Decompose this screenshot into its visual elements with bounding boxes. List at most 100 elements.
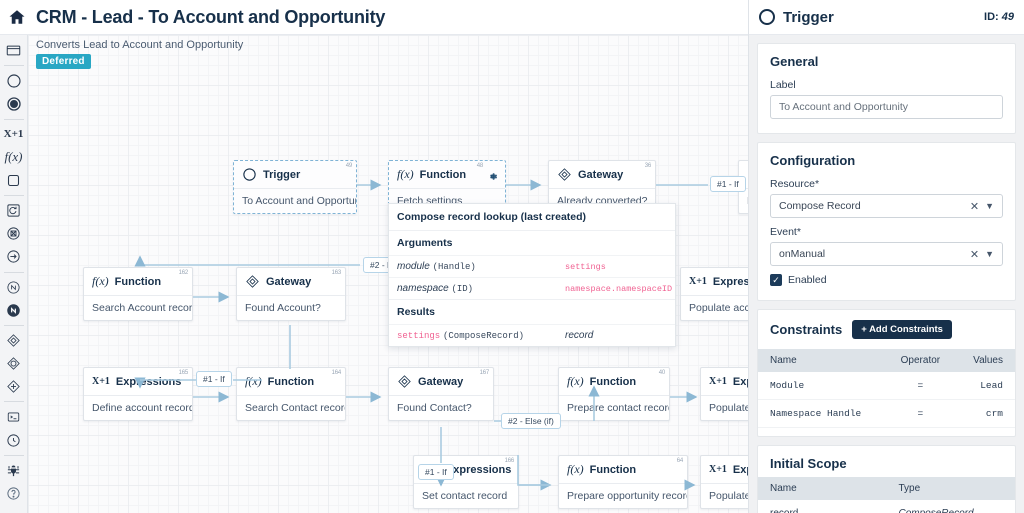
circle-arrow-icon[interactable]	[0, 245, 28, 268]
edge-label-if-1[interactable]: #1 - If	[710, 176, 746, 192]
gateway-diamond-icon	[245, 274, 260, 289]
constraint-value: crm	[955, 399, 1015, 428]
node-label: Prepare contact record	[559, 395, 669, 420]
node-type-label: Function	[589, 375, 637, 388]
node-type-label: Expressions	[445, 463, 512, 476]
edge-label-else-2[interactable]: #2 - Else (if)	[501, 413, 561, 429]
circle-n-filled-icon[interactable]	[0, 299, 28, 322]
label-input[interactable]: To Account and Opportunity	[770, 95, 1003, 119]
clear-x-icon[interactable]: ✕	[969, 200, 980, 213]
flow-node-function-search-account[interactable]: f(x) Function 162 Search Account record	[83, 267, 193, 321]
popover-argument-row: namespace (ID) namespace.namespaceID	[389, 277, 675, 299]
node-id: 162	[178, 270, 189, 276]
chevron-down-icon[interactable]: ▼	[985, 201, 994, 211]
home-icon[interactable]	[8, 8, 26, 26]
fx-icon[interactable]: f(x)	[0, 146, 28, 169]
flow-node-function-prepare-opportunity[interactable]: f(x) Function 64 Prepare opportunity rec…	[558, 455, 688, 509]
argument-name: namespace (ID)	[397, 283, 557, 294]
flow-node-function-prepare-contact[interactable]: f(x) Function 40 Prepare contact record	[558, 367, 670, 421]
node-type-label: Expressions	[732, 375, 748, 388]
initial-scope-table: Name Type record ComposeRecord	[758, 477, 1015, 513]
enabled-checkbox[interactable]: ✓	[770, 274, 782, 286]
properties-panel: Trigger ID: 49 General Label To Account …	[748, 0, 1024, 513]
loop-icon[interactable]	[0, 199, 28, 222]
constraint-name: Namespace Handle	[758, 399, 886, 428]
resource-value: Compose Record	[779, 200, 861, 212]
scope-type: ComposeRecord	[886, 500, 1015, 513]
event-field-caption: Event*	[770, 226, 801, 238]
resource-select[interactable]: Compose Record ✕ ▼	[770, 194, 1003, 218]
rounded-square-icon[interactable]	[0, 169, 28, 192]
result-key: settings	[397, 331, 441, 341]
node-id: 40	[658, 370, 665, 376]
circle-filled-icon[interactable]	[0, 92, 28, 115]
chevron-down-icon[interactable]: ▼	[985, 249, 994, 259]
argument-type: (ID)	[451, 284, 474, 294]
node-header: f(x) Function 164	[237, 368, 345, 395]
node-label: Populate opp	[701, 483, 748, 508]
circle-x-icon[interactable]	[0, 222, 28, 245]
left-toolbar: X+1 f(x)	[0, 35, 28, 513]
flow-node-expressions-populate-opportunity[interactable]: X+1 Expressions Populate opp	[700, 455, 748, 509]
node-type-label: Expressions	[732, 463, 748, 476]
event-select[interactable]: onManual ✕ ▼	[770, 242, 1003, 266]
node-type-label: Function	[589, 463, 637, 476]
node-label: Populate cor	[701, 395, 748, 420]
edge-label-if-3[interactable]: #1 - If	[418, 464, 454, 480]
circle-icon[interactable]	[0, 69, 28, 92]
bug-icon[interactable]	[0, 458, 28, 481]
circle-icon	[759, 9, 775, 25]
label-field-caption: Label	[770, 79, 796, 91]
flow-node-gateway-found-contact[interactable]: Gateway 167 Found Contact?	[388, 367, 494, 421]
flow-node-expressions-populate-account[interactable]: X+1 Expressions Populate account	[680, 267, 748, 321]
gateway-diamond-icon[interactable]	[0, 329, 28, 352]
flow-node-gateway-found-account[interactable]: Gateway 163 Found Account?	[236, 267, 346, 321]
flow-node-expressions-define-account[interactable]: X+1 Expressions 165 Define account recor…	[83, 367, 193, 421]
app-header: CRM - Lead - To Account and Opportunity	[0, 0, 748, 35]
x-plus-1-icon: X+1	[92, 376, 110, 387]
node-header: Gateway 163	[237, 268, 345, 295]
gateway-diamond-outline-icon[interactable]	[0, 352, 28, 375]
node-header: f(x) Function 64	[559, 456, 687, 483]
edge-label-if-2[interactable]: #1 - If	[196, 371, 232, 387]
configuration-section-title: Configuration	[770, 153, 856, 168]
gateway-plus-icon[interactable]	[0, 375, 28, 398]
circle-icon	[242, 167, 257, 182]
clock-icon[interactable]	[0, 428, 28, 451]
flow-node-expressions-populate-contact[interactable]: X+1 Expressions Populate cor	[700, 367, 748, 421]
x-plus-1-icon[interactable]: X+1	[0, 122, 28, 145]
enabled-label: Enabled	[788, 274, 827, 286]
flow-node-trigger[interactable]: Trigger 49 To Account and Opportunity	[233, 160, 357, 214]
argument-type: (Handle)	[432, 262, 476, 272]
toolbar-divider	[3, 195, 24, 196]
scope-name: record	[758, 500, 887, 513]
circle-n-icon[interactable]	[0, 275, 28, 298]
constraints-table-head: Name Operator Values	[758, 349, 1015, 372]
frame-icon[interactable]	[0, 39, 28, 62]
constraints-section-title: Constraints	[770, 322, 843, 337]
clear-x-icon[interactable]: ✕	[969, 248, 980, 261]
help-circle-icon[interactable]	[0, 482, 28, 505]
node-label: Set contact record	[414, 483, 518, 508]
panel-scroll-area[interactable]: General Label To Account and Opportunity…	[749, 35, 1024, 513]
add-constraints-button[interactable]: + Add Constraints	[852, 320, 952, 339]
node-label: Prepare opportunity record	[559, 483, 687, 508]
flow-node-function-search-contact[interactable]: f(x) Function 164 Search Contact record	[236, 367, 346, 421]
node-type-label: Function	[419, 168, 467, 181]
node-type-label: Expressions	[115, 375, 182, 388]
terminal-icon[interactable]	[0, 405, 28, 428]
panel-title: Trigger	[783, 8, 834, 26]
gear-icon[interactable]	[487, 169, 498, 180]
initial-scope-section-title: Initial Scope	[770, 456, 847, 471]
node-type-label: Gateway	[266, 275, 312, 288]
fx-icon: f(x)	[567, 462, 584, 476]
popover-argument-row: module (Handle) settings	[389, 255, 675, 277]
fx-icon: f(x)	[397, 167, 414, 181]
node-header: X+1 Expressions	[701, 368, 748, 395]
toolbar-divider	[3, 401, 24, 403]
constraint-value: Lead	[955, 372, 1015, 400]
enabled-checkbox-row[interactable]: ✓ Enabled	[770, 274, 1003, 286]
flow-canvas[interactable]: Converts Lead to Account and Opportunity…	[28, 35, 748, 513]
event-value: onManual	[779, 248, 826, 260]
